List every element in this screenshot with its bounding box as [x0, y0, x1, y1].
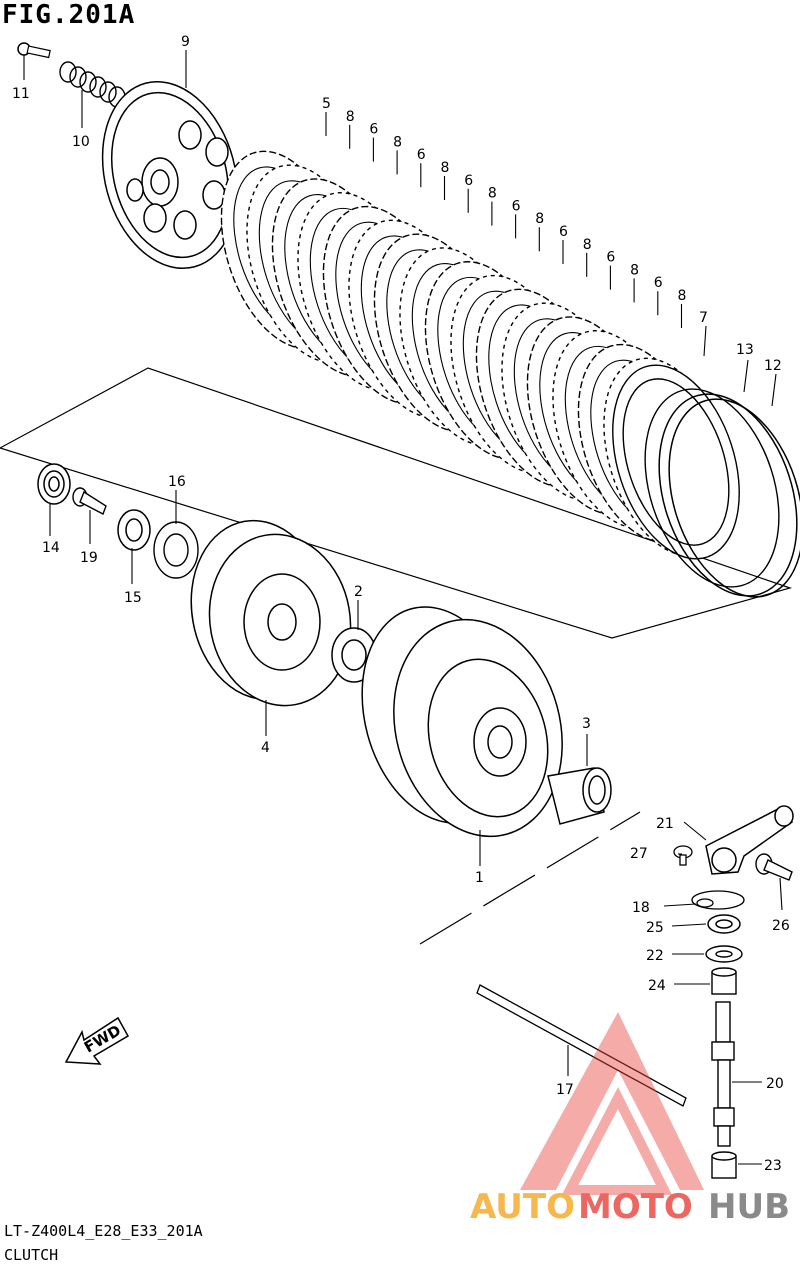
- plate-callout: 8: [393, 134, 402, 150]
- lock-washer-16: [153, 521, 199, 579]
- spacer-3: [547, 767, 612, 825]
- callout-14: 14: [42, 540, 60, 556]
- plate-callout: 6: [464, 173, 473, 189]
- plate-callout: 8: [441, 160, 450, 176]
- plate-callout: 8: [535, 211, 544, 227]
- release-arm-21: [705, 805, 794, 875]
- plate-callout: 8: [346, 109, 355, 125]
- callout-2: 2: [354, 584, 363, 600]
- callout-9: 9: [181, 34, 190, 50]
- callout-15: 15: [124, 590, 142, 606]
- plate-callout: 6: [512, 198, 521, 214]
- callout-12: 12: [764, 358, 782, 374]
- washer-12: [658, 393, 800, 598]
- shaft-outline: [419, 811, 641, 945]
- callout-21: 21: [656, 816, 674, 832]
- nut-15: [117, 509, 151, 551]
- callout-10: 10: [72, 134, 90, 150]
- bearing-24: [711, 967, 737, 995]
- watermark-auto: AUTO: [470, 1187, 575, 1227]
- figure-title: FIG.201A: [2, 0, 136, 30]
- callout-26: 26: [772, 918, 790, 934]
- model-code: LT-Z400L4_E28_E33_201A: [4, 1222, 203, 1240]
- washer-18: [691, 890, 745, 910]
- leader-lines: [23, 50, 783, 1165]
- callout-16: 16: [168, 474, 186, 490]
- plate-callout: 8: [583, 237, 592, 253]
- callout-27: 27: [630, 846, 648, 862]
- clutch-housing-1: [361, 606, 563, 838]
- callout-11: 11: [12, 86, 30, 102]
- bearing-14: [37, 463, 71, 505]
- spring-10: [59, 61, 126, 108]
- plate-callout: 5: [322, 96, 331, 112]
- sleeve-hub-4: [190, 519, 352, 707]
- bolt-26: [755, 853, 793, 881]
- washer-22: [705, 945, 743, 963]
- assembly-outline: [0, 367, 793, 639]
- callout-25: 25: [646, 920, 664, 936]
- callout-18: 18: [632, 900, 650, 916]
- callout-7: 7: [699, 310, 708, 326]
- callout-19: 19: [80, 550, 98, 566]
- plate-callout: 6: [654, 275, 663, 291]
- bearing-23: [711, 1151, 737, 1179]
- callout-4: 4: [261, 740, 270, 756]
- callout-24: 24: [648, 978, 666, 994]
- plate-callout: 6: [606, 250, 615, 266]
- fwd-arrow: FWD: [64, 1016, 130, 1065]
- callout-1: 1: [475, 870, 484, 886]
- pin-19: [72, 487, 107, 515]
- callout-labels: 11 10 9 7 13 12 14 19 15 16 2 4 3 1 21 2…: [12, 34, 790, 1174]
- section-name: CLUTCH: [4, 1246, 59, 1264]
- release-shaft-20: [711, 1001, 735, 1147]
- bolt-11: [17, 42, 51, 59]
- callout-20: 20: [766, 1076, 784, 1092]
- plate-callout: 6: [559, 224, 568, 240]
- callout-17: 17: [556, 1082, 574, 1098]
- screw-27: [673, 845, 693, 866]
- callout-22: 22: [646, 948, 664, 964]
- callout-23: 23: [764, 1158, 782, 1174]
- plate-callout: 6: [369, 122, 378, 138]
- watermark-logo: AUTO MOTO HUB: [470, 1012, 790, 1227]
- callout-3: 3: [582, 716, 591, 732]
- plate-callout: 8: [678, 288, 687, 304]
- watermark-hub: HUB: [708, 1187, 790, 1227]
- ring-13: [644, 388, 780, 588]
- plate-callout: 8: [630, 262, 639, 278]
- pressure-plate-9: [101, 80, 239, 270]
- callout-13: 13: [736, 342, 754, 358]
- plate-callout: 6: [417, 147, 426, 163]
- plate-callout: 8: [488, 186, 497, 202]
- watermark-moto: MOTO: [578, 1187, 693, 1227]
- oil-seal-25: [707, 914, 741, 934]
- plate-7: [612, 364, 740, 560]
- push-rod-17: [476, 984, 687, 1107]
